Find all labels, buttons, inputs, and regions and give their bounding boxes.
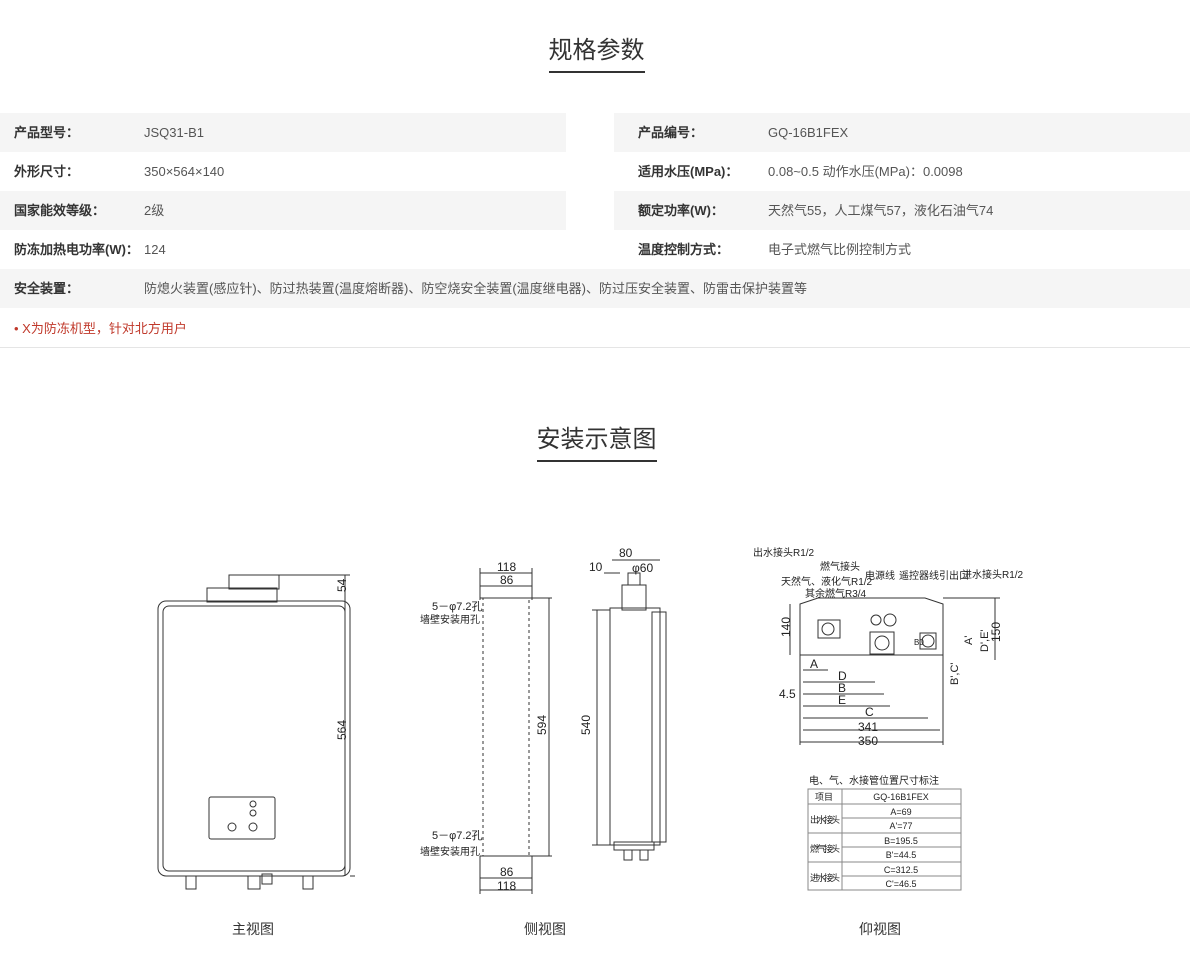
antifreeze-note: • X为防冻机型，针对北方用户 [14,321,187,336]
dim-label: φ60 [632,561,653,575]
spec-row: 温度控制方式：电子式燃气比例控制方式 [638,242,912,257]
svg-text:出水接头: 出水接头 [810,814,840,825]
bottom-view-caption: 仰视图 [859,921,901,937]
dim-label: 118 [497,560,516,574]
dim-label: 118 [497,879,516,893]
svg-text:4.5: 4.5 [779,687,796,701]
front-view-caption: 主视图 [232,921,274,937]
dim-label: 54 [335,578,349,592]
svg-text:A'=77: A'=77 [890,821,913,831]
front-view-drawing [157,574,355,890]
dim-label: 86 [500,573,514,587]
svg-text:B=195.5: B=195.5 [884,836,918,846]
spec-row: 外形尺寸：350×564×140 [14,164,225,179]
svg-text:150: 150 [989,622,1003,642]
side-view-caption: 侧视图 [524,921,566,937]
spec-section-title: 规格参数 [0,30,1193,73]
spec-row: 额定功率(W)：天然气55，人工煤气57，液化石油气74 [614,191,1190,230]
connection-dimension-table [807,788,962,891]
divider [0,347,1190,348]
svg-text:B'=44.5: B'=44.5 [886,850,917,860]
svg-text:其余燃气R3/4: 其余燃气R3/4 [805,587,867,600]
svg-text:A': A' [963,636,975,645]
bottom-view-labels: 出水接头R1/2 燃气接头 天然气、液化气R1/2 其余燃气R3/4 电源线 遥… [753,546,1024,787]
svg-text:电源线: 电源线 [865,569,895,582]
svg-text:电、气、水接管位置尺寸标注: 电、气、水接管位置尺寸标注 [809,774,939,787]
svg-text:B: B [838,681,846,695]
svg-text:GQ-16B1FEX: GQ-16B1FEX [873,792,929,802]
svg-text:项目: 项目 [815,792,833,802]
spec-row: 适用水压(MPa)：0.08~0.5 动作水压(MPa)：0.0098 [638,164,963,179]
spec-row: 产品型号：JSQ31-B1 [0,113,566,152]
spec-row: 产品编号：GQ-16B1FEX [614,113,1190,152]
install-section-title: 安装示意图 [0,419,1193,462]
dim-label: 80 [619,546,633,560]
bottom-view-drawing [789,597,1000,745]
hole-label: 5－φ7.2孔 [432,829,483,842]
svg-text:E: E [838,693,846,707]
hole-label: 5－φ7.2孔 [432,600,483,613]
dim-label: 86 [500,865,514,879]
svg-text:B',C': B',C' [949,662,961,685]
svg-text:C'=46.5: C'=46.5 [886,879,917,889]
dim-label: 594 [535,715,549,735]
spec-row-safety: 安全装置：防熄火装置(感应针)、防过热装置(温度熔断器)、防空烧安全装置(温度继… [0,269,1190,308]
spec-row: 国家能效等级：2级 [0,191,566,230]
svg-text:C: C [865,705,874,719]
hole-desc: 墙壁安装用孔 [420,613,480,626]
svg-text:燃气接头: 燃气接头 [820,560,860,573]
table-text: 项目 GQ-16B1FEX 出水接头 A=69 A'=77 燃气接头 B=195… [810,792,929,889]
install-diagrams: 54 564 118 86 5－φ7.2孔 墙壁安装用孔 5－φ7.2孔 墙壁安… [157,546,1024,894]
svg-text:C=312.5: C=312.5 [884,865,918,875]
dim-label: 540 [579,715,593,735]
svg-text:A=69: A=69 [890,807,911,817]
svg-text:341: 341 [858,720,878,734]
svg-text:140: 140 [779,617,793,637]
svg-text:D',E': D',E' [979,629,991,652]
svg-text:D: D [838,669,847,683]
svg-text:B0: B0 [914,638,924,647]
svg-text:进水接头: 进水接头 [810,872,840,883]
svg-text:出水接头R1/2: 出水接头R1/2 [753,546,815,559]
dim-label: 564 [335,720,349,740]
svg-text:A: A [810,657,818,671]
svg-text:遥控器线引出口: 遥控器线引出口 [899,569,969,582]
svg-text:350: 350 [858,734,878,748]
hole-desc: 墙壁安装用孔 [420,845,480,858]
side-view-drawing [479,559,667,894]
svg-text:燃气接头: 燃气接头 [810,843,840,854]
dim-label: 10 [589,560,603,574]
svg-text:天然气、液化气R1/2: 天然气、液化气R1/2 [781,575,873,588]
svg-text:进水接头R1/2: 进水接头R1/2 [962,568,1024,581]
spec-row: 防冻加热电功率(W)：124 [14,242,166,257]
